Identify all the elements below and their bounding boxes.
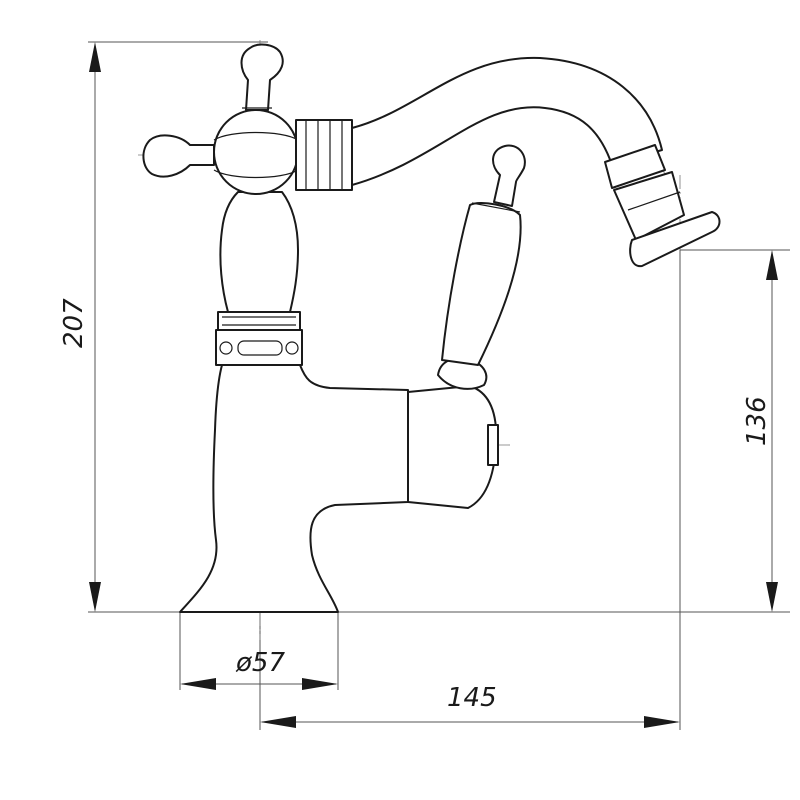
dimension-base-diameter: ø57 bbox=[235, 648, 285, 678]
lever-handle bbox=[407, 144, 526, 509]
dimension-spout-reach: 145 bbox=[447, 683, 497, 713]
dimension-arrows bbox=[89, 42, 778, 728]
faucet-body bbox=[142, 43, 409, 613]
dimension-total-height: 207 bbox=[59, 298, 89, 348]
spout bbox=[295, 56, 721, 268]
dimension-spout-height: 136 bbox=[742, 396, 772, 446]
